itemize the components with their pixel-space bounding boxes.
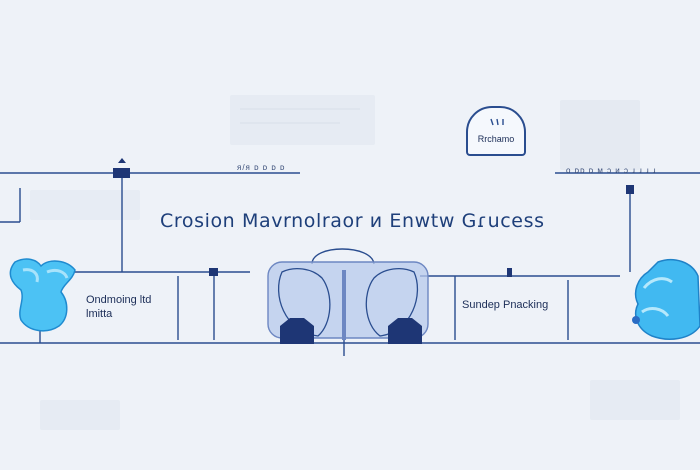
background-rule — [240, 122, 340, 124]
left-label-line1: Ondmoing ltd — [86, 294, 152, 306]
connector-node — [113, 168, 130, 178]
background-rule — [240, 108, 360, 110]
background-panel — [590, 380, 680, 420]
connector-node — [507, 268, 512, 277]
top-right-caption: o ᴅᴅ ᴅ ᴍ ɔ ᴎ ɔ ɹ ɹ ɹ ɹ — [566, 166, 657, 175]
right-label: Sundep Pnacking — [462, 299, 549, 311]
connector-node — [626, 185, 634, 194]
background-panel — [230, 95, 375, 145]
badge-ticks-icon — [490, 118, 504, 126]
connector-node — [118, 158, 126, 163]
badge-label: Rrchamo — [477, 134, 515, 144]
connector-node — [209, 268, 218, 276]
center-device-icon — [267, 248, 429, 356]
background-panel — [40, 400, 120, 430]
top-left-caption: ᴙ/ᴙ ᴅ ᴅ ᴅ ᴅ — [237, 163, 286, 172]
left-blob-icon — [9, 258, 76, 332]
left-label-line2: lmitta — [86, 308, 113, 320]
right-blob-icon — [632, 258, 700, 340]
badge: Rrchamo — [466, 106, 526, 156]
background-panel — [560, 100, 640, 170]
diagram-title: Crosion Mavrnolraor ᴎ Enwtw Gɾucess — [160, 210, 545, 232]
